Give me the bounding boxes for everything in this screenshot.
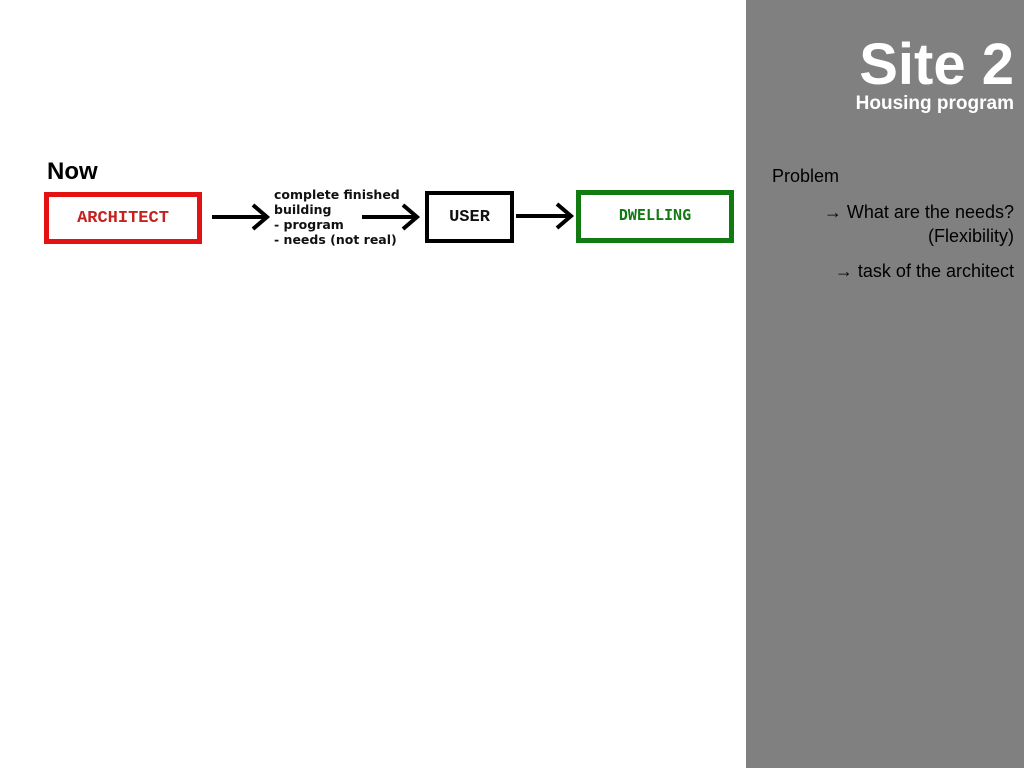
arrow-right-icon bbox=[516, 202, 575, 230]
problem-point: → task of the architect bbox=[834, 261, 1014, 281]
flow-note-line: - needs (not real) bbox=[274, 232, 397, 247]
flow-note-line: building bbox=[274, 202, 332, 217]
problem-label: Problem bbox=[772, 166, 840, 186]
user-box: USER bbox=[425, 191, 514, 243]
slide-title: Site 2 bbox=[859, 32, 1014, 97]
section-heading-now: Now bbox=[47, 158, 98, 185]
flow-note: complete finished building - program - n… bbox=[274, 187, 400, 247]
architect-box-label: ARCHITECT bbox=[77, 208, 169, 228]
arrow-right-icon bbox=[362, 203, 421, 231]
sidebar: Site 2 Housing program Problem → What ar… bbox=[746, 0, 1024, 768]
problem-point: → What are the needs? (Flexibility) bbox=[823, 202, 1014, 246]
slide-subtitle: Housing program bbox=[855, 93, 1014, 114]
dwelling-box: DWELLING bbox=[576, 190, 734, 243]
arrow-right-icon bbox=[212, 203, 271, 231]
architect-box: ARCHITECT bbox=[44, 192, 202, 244]
dwelling-box-label: DWELLING bbox=[618, 205, 692, 224]
flow-note-line: complete finished bbox=[274, 187, 400, 202]
user-box-label: USER bbox=[449, 207, 490, 227]
flow-note-line: - program bbox=[274, 217, 344, 232]
